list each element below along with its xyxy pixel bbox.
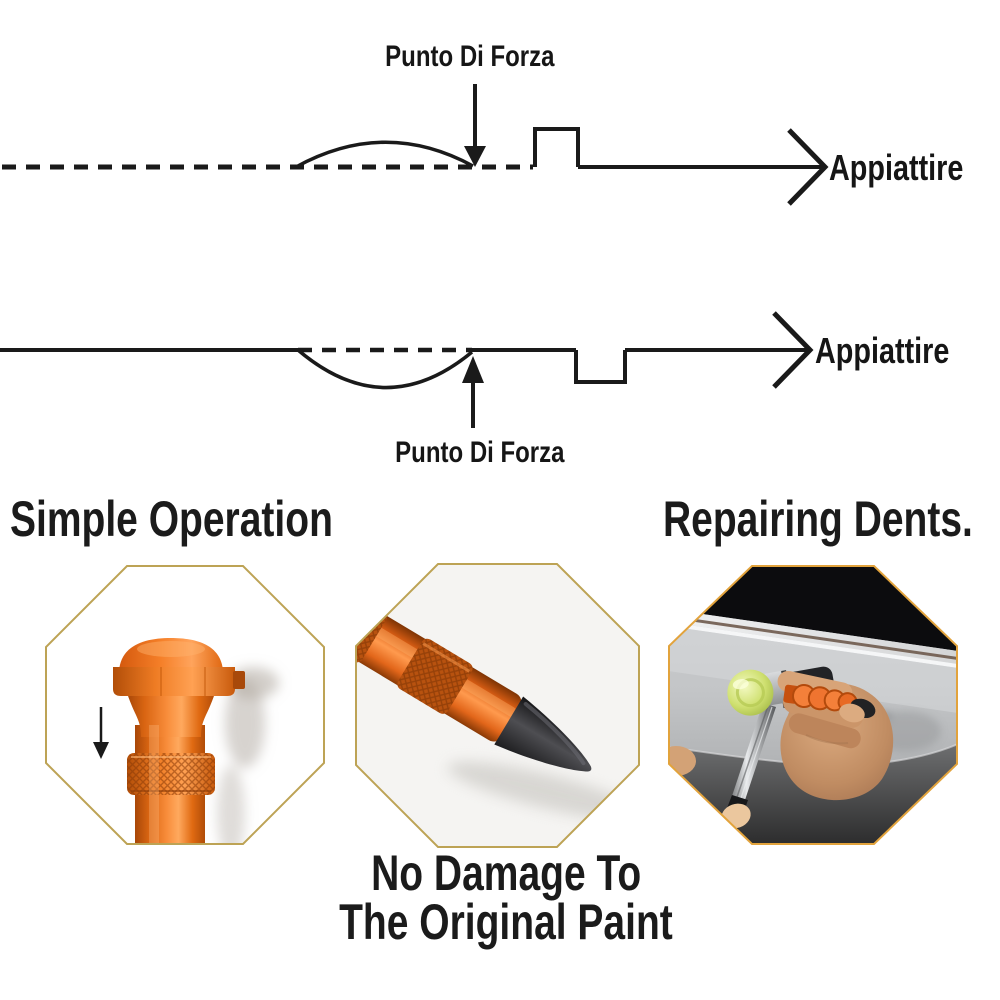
octagon-frame <box>355 563 640 848</box>
car-window-dark <box>669 566 957 651</box>
press-down-arrow-icon <box>93 707 109 759</box>
octagon-tool-head-photo <box>45 565 325 845</box>
heading-repairing-dents: Repairing Dents. <box>663 491 973 547</box>
raised-dent-curve <box>295 140 474 169</box>
knurled-band <box>397 638 473 714</box>
bump-step-profile <box>533 127 580 167</box>
octagon-pen-tip-photo <box>355 563 640 848</box>
fingertip <box>839 703 865 723</box>
raised-dent-diagram <box>2 84 829 206</box>
flatten-label-2: Appiattire <box>815 330 950 371</box>
sunken-dent-curve <box>296 348 474 390</box>
force-point-label-2: Punto Di Forza <box>395 436 565 469</box>
door-trim <box>669 609 957 713</box>
caption-line-1: No Damage To <box>370 845 642 901</box>
force-point-label-1: Punto Di Forza <box>385 40 555 73</box>
heading-simple-operation: Simple Operation <box>10 491 333 547</box>
flatten-arrow-icon <box>787 128 829 206</box>
force-arrow-up-icon <box>462 356 484 428</box>
pen-shadow <box>447 761 639 821</box>
octagon-frame <box>668 565 958 845</box>
octagon-repair-action-photo <box>668 565 958 845</box>
no-damage-caption: No Damage To The Original Paint <box>6 845 1000 950</box>
notch-step-profile <box>574 350 627 384</box>
dent-tool-head <box>113 638 245 844</box>
flatten-arrow-icon <box>772 311 814 389</box>
octagon-frame <box>45 565 325 845</box>
sunken-dent-diagram <box>0 311 814 428</box>
caption-line-2: The Original Paint <box>339 894 673 950</box>
flatten-label-1: Appiattire <box>829 147 964 188</box>
force-arrow-down-icon <box>464 84 486 167</box>
rubber-tip <box>494 696 592 772</box>
left-hand-finger <box>669 746 696 776</box>
